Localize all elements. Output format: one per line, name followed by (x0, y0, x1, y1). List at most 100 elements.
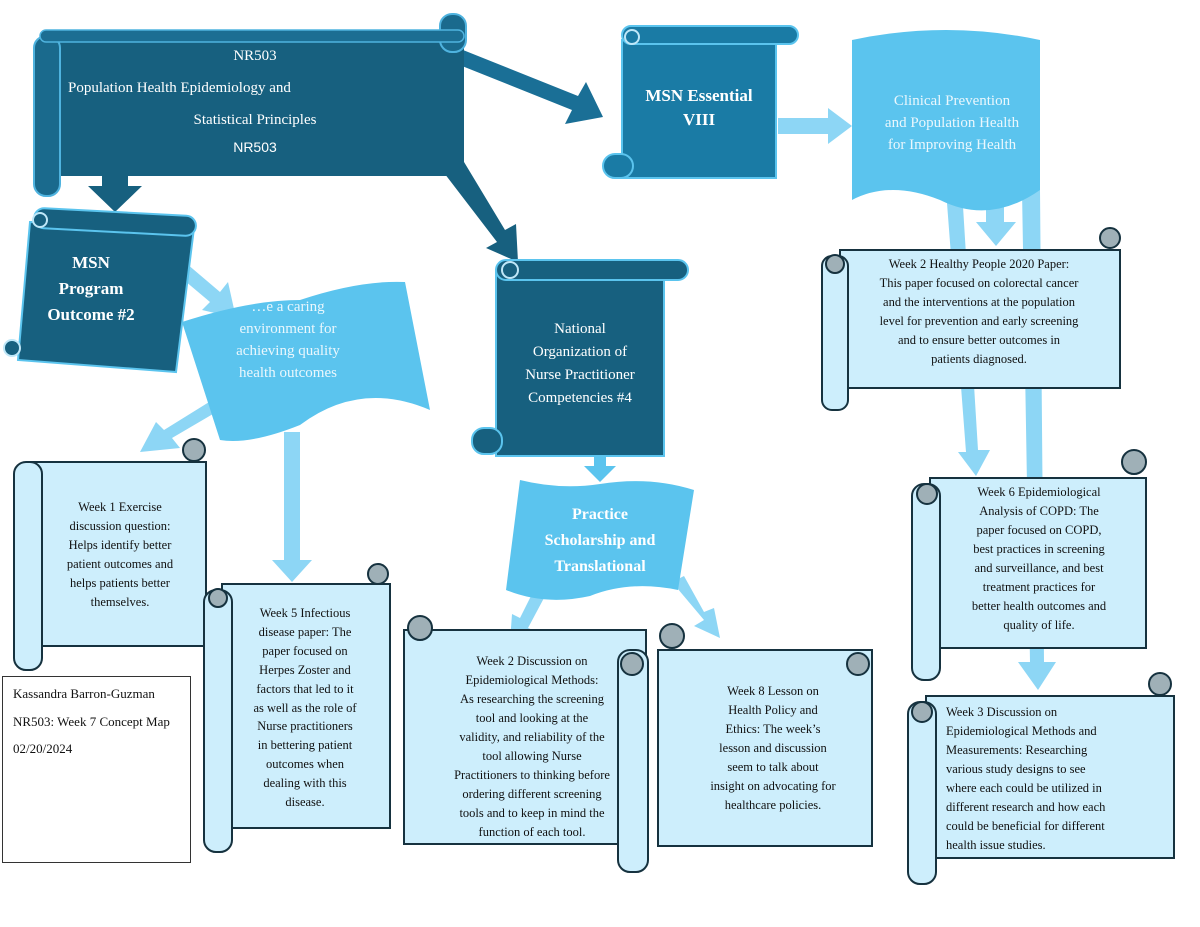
w1-line6: themselves. (90, 595, 150, 609)
w6-line5: and surveillance, and best (974, 561, 1104, 575)
w2hp-line3: and the interventions at the population (883, 295, 1075, 309)
w2d-line10: function of each tool. (478, 825, 586, 839)
caring-node: …e a caring environment for achieving qu… (206, 296, 370, 384)
practice-node: Practice Scholarship and Translational (510, 502, 690, 580)
caring-line1: …e a caring (251, 299, 325, 315)
w1-line4: patient outcomes and (66, 557, 174, 571)
w2hp-line5: and to ensure better outcomes in (897, 333, 1061, 347)
author-name: Kassandra Barron-Guzman (13, 686, 155, 701)
w5-line2: disease paper: The (258, 624, 352, 639)
w5-line8: in bettering patient (257, 738, 353, 753)
w8-line6: insight on advocating for (710, 779, 836, 793)
w5-line11: disease. (285, 795, 325, 810)
week8-node: Week 8 Lesson on Health Policy and Ethic… (688, 682, 858, 815)
w5-line6: as well as the role of (253, 700, 357, 715)
msn-essential-line2: VIII (682, 110, 716, 129)
arrow-course-to-outcome (88, 172, 142, 212)
w6-line7: better health outcomes and (971, 599, 1107, 613)
msn-outcome-line2: Program (58, 279, 124, 298)
w8-line2: Health Policy and (728, 703, 818, 717)
w2hp-line6: patients diagnosed. (931, 352, 1027, 366)
week3-node: Week 3 Discussion on Epidemiological Met… (946, 703, 1156, 855)
w8-line5: seem to talk about (727, 760, 819, 774)
week5-node: Week 5 Infectious disease paper: The pap… (232, 604, 378, 812)
w6-line4: best practices in screening (973, 542, 1105, 556)
w2hp-line4: level for prevention and early screening (879, 314, 1079, 328)
w3-line1: Week 3 Discussion on (946, 705, 1058, 719)
week2-discussion-node: Week 2 Discussion on Epidemiological Met… (432, 652, 632, 842)
nonpf-node: National Organization of Nurse Practitio… (502, 318, 658, 410)
msn-outcome-node: MSN Program Outcome #2 (30, 250, 152, 328)
w3-line7: could be beneficial for different (946, 819, 1105, 833)
week1-scroll-shape (13, 438, 207, 671)
course-scroll-shape (33, 13, 467, 197)
arrow-essential-to-clinical (778, 108, 852, 144)
arrow-course-to-essential (452, 48, 603, 124)
caring-line2: environment for (239, 321, 337, 337)
nonpf-scroll-shape (471, 259, 689, 457)
assignment-date: 02/20/2024 (13, 741, 73, 757)
w6-line3: paper focused on COPD, (976, 523, 1102, 537)
course-code: NR503 (233, 48, 277, 64)
msn-outcome-scroll-shape (3, 207, 197, 374)
author-info-box: Kassandra Barron-Guzman NR503: Week 7 Co… (2, 676, 191, 863)
w5-line10: dealing with this (263, 776, 347, 791)
w5-line5: factors that led to it (256, 681, 354, 696)
arrow-caring-to-week5 (272, 432, 312, 582)
w1-line3: Helps identify better (68, 538, 172, 552)
w8-line1: Week 8 Lesson on (727, 684, 819, 698)
w8-line7: healthcare policies. (724, 798, 822, 812)
msn-essential-node: MSN Essential VIII (626, 84, 772, 132)
w8-line3: Ethics: The week’s (725, 722, 821, 736)
w1-line2: discussion question: (69, 519, 171, 533)
practice-flag-shape (506, 480, 694, 600)
week3-scroll-shape (907, 672, 1175, 885)
w2d-line6: tool allowing Nurse (482, 749, 582, 763)
assignment-title: NR503: Week 7 Concept Map (13, 713, 170, 729)
w2d-line9: tools and to keep in mind the (459, 806, 605, 820)
w3-line2: Epidemiological Methods and (946, 724, 1097, 738)
msn-essential-scroll-shape (602, 25, 799, 179)
w2d-line3: As researching the screening (459, 692, 605, 706)
w5-line9: outcomes when (265, 757, 345, 772)
caring-line3: achieving quality (236, 343, 340, 359)
clinical-prevention-node: Clinical Prevention and Population Healt… (852, 90, 1052, 156)
w3-line8: health issue studies. (946, 838, 1046, 852)
w6-line6: treatment practices for (982, 580, 1096, 594)
nonpf-line3: Nurse Practitioner (525, 367, 635, 383)
week6-scroll-shape (911, 449, 1147, 681)
w5-line1: Week 5 Infectious (259, 606, 351, 620)
w5-line4: Herpes Zoster and (259, 662, 351, 677)
msn-essential-line1: MSN Essential (645, 86, 753, 105)
w6-line1: Week 6 Epidemiological (977, 485, 1101, 499)
course-node: NR503 Population Health Epidemiology and… (60, 40, 450, 158)
practice-line2: Scholarship and (544, 532, 656, 549)
w3-line5: where each could be utilized in (946, 781, 1102, 795)
practice-line3: Translational (554, 558, 646, 575)
w1-line1: Week 1 Exercise (78, 500, 162, 514)
week5-scroll-shape (203, 563, 391, 853)
w2d-line5: validity, and reliability of the (459, 730, 605, 744)
w2d-line4: tool and looking at the (475, 711, 589, 725)
w8-line4: lesson and discussion (719, 741, 827, 755)
week8-scroll-shape (657, 623, 873, 847)
w2hp-line1: Week 2 Healthy People 2020 Paper: (888, 257, 1070, 271)
w3-line3: Measurements: Researching (946, 743, 1088, 757)
clinical-line2: and Population Health (884, 115, 1020, 131)
w2d-line1: Week 2 Discussion on (476, 654, 588, 668)
w5-line7: Nurse practitioners (257, 719, 353, 734)
w3-line6: different research and how each (946, 800, 1106, 814)
w3-line4: various study designs to see (946, 762, 1086, 776)
w1-line5: helps patients better (70, 576, 170, 590)
arrow-caring-to-week1 (140, 394, 230, 452)
week2hp-scroll-shape (821, 227, 1121, 411)
w6-line2: Analysis of COPD: The (979, 504, 1099, 518)
nonpf-line2: Organization of (532, 344, 628, 360)
caring-flag-shape (182, 281, 430, 441)
w2d-line2: Epidemiological Methods: (465, 673, 599, 687)
week2-healthy-people-node: Week 2 Healthy People 2020 Paper: This p… (846, 255, 1112, 369)
w6-line8: quality of life. (1003, 618, 1075, 632)
arrow-nonpf-to-practice (584, 455, 616, 482)
nonpf-line4: Competencies #4 (528, 390, 632, 406)
